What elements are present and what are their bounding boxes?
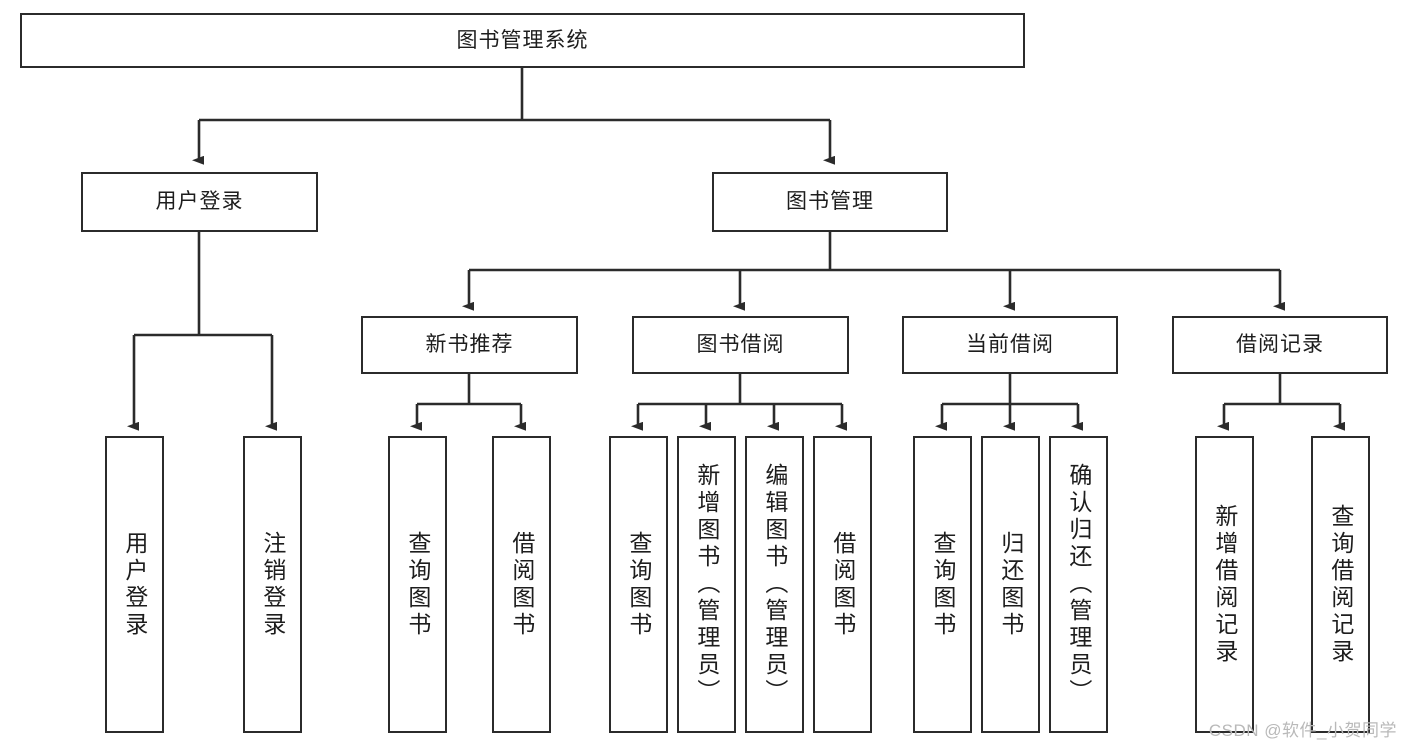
- leaf-confirm-return-admin[interactable]: 确认归还（管理员）: [1049, 436, 1108, 733]
- node-borrow-record[interactable]: 借阅记录: [1172, 316, 1388, 374]
- node-label: 编辑图书（管理员）: [761, 463, 788, 706]
- leaf-borrow-book-recommend[interactable]: 借阅图书: [492, 436, 551, 733]
- leaf-borrow-book[interactable]: 借阅图书: [813, 436, 872, 733]
- node-label: 归还图书: [997, 530, 1024, 639]
- leaf-query-borrow-record[interactable]: 查询借阅记录: [1311, 436, 1370, 733]
- node-label: 用户登录: [155, 190, 244, 214]
- node-label: 确认归还（管理员）: [1065, 463, 1092, 706]
- leaf-add-book-admin[interactable]: 新增图书（管理员）: [677, 436, 736, 733]
- leaf-query-book-current[interactable]: 查询图书: [913, 436, 972, 733]
- node-label: 用户登录: [121, 530, 148, 639]
- node-label: 借阅图书: [508, 530, 535, 639]
- node-label: 查询图书: [929, 530, 956, 639]
- node-label: 图书管理: [786, 190, 874, 214]
- node-label: 当前借阅: [966, 333, 1054, 357]
- node-label: 借阅图书: [829, 530, 856, 639]
- node-label: 新增借阅记录: [1211, 503, 1238, 666]
- node-label: 查询图书: [625, 530, 652, 639]
- node-label: 新增图书（管理员）: [693, 463, 720, 706]
- node-label: 查询图书: [404, 530, 431, 639]
- leaf-logout[interactable]: 注销登录: [243, 436, 302, 733]
- leaf-query-book-borrow[interactable]: 查询图书: [609, 436, 668, 733]
- node-label: 注销登录: [259, 530, 286, 639]
- leaf-return-book[interactable]: 归还图书: [981, 436, 1040, 733]
- node-user-login[interactable]: 用户登录: [81, 172, 318, 232]
- node-book-management[interactable]: 图书管理: [712, 172, 948, 232]
- node-label: 新书推荐: [425, 333, 514, 357]
- node-new-book-recommend[interactable]: 新书推荐: [361, 316, 578, 374]
- node-label: 查询借阅记录: [1327, 503, 1354, 666]
- node-label: 借阅记录: [1236, 333, 1324, 357]
- node-current-borrow[interactable]: 当前借阅: [902, 316, 1118, 374]
- leaf-query-book-recommend[interactable]: 查询图书: [388, 436, 447, 733]
- node-label: 图书管理系统: [456, 28, 589, 52]
- csdn-watermark: CSDN @软件_小贺同学: [1208, 721, 1397, 740]
- node-label: 图书借阅: [696, 333, 785, 357]
- node-root-system[interactable]: 图书管理系统: [20, 13, 1025, 68]
- leaf-edit-book-admin[interactable]: 编辑图书（管理员）: [745, 436, 804, 733]
- leaf-add-borrow-record[interactable]: 新增借阅记录: [1195, 436, 1254, 733]
- leaf-user-login[interactable]: 用户登录: [105, 436, 164, 733]
- node-book-borrow[interactable]: 图书借阅: [632, 316, 849, 374]
